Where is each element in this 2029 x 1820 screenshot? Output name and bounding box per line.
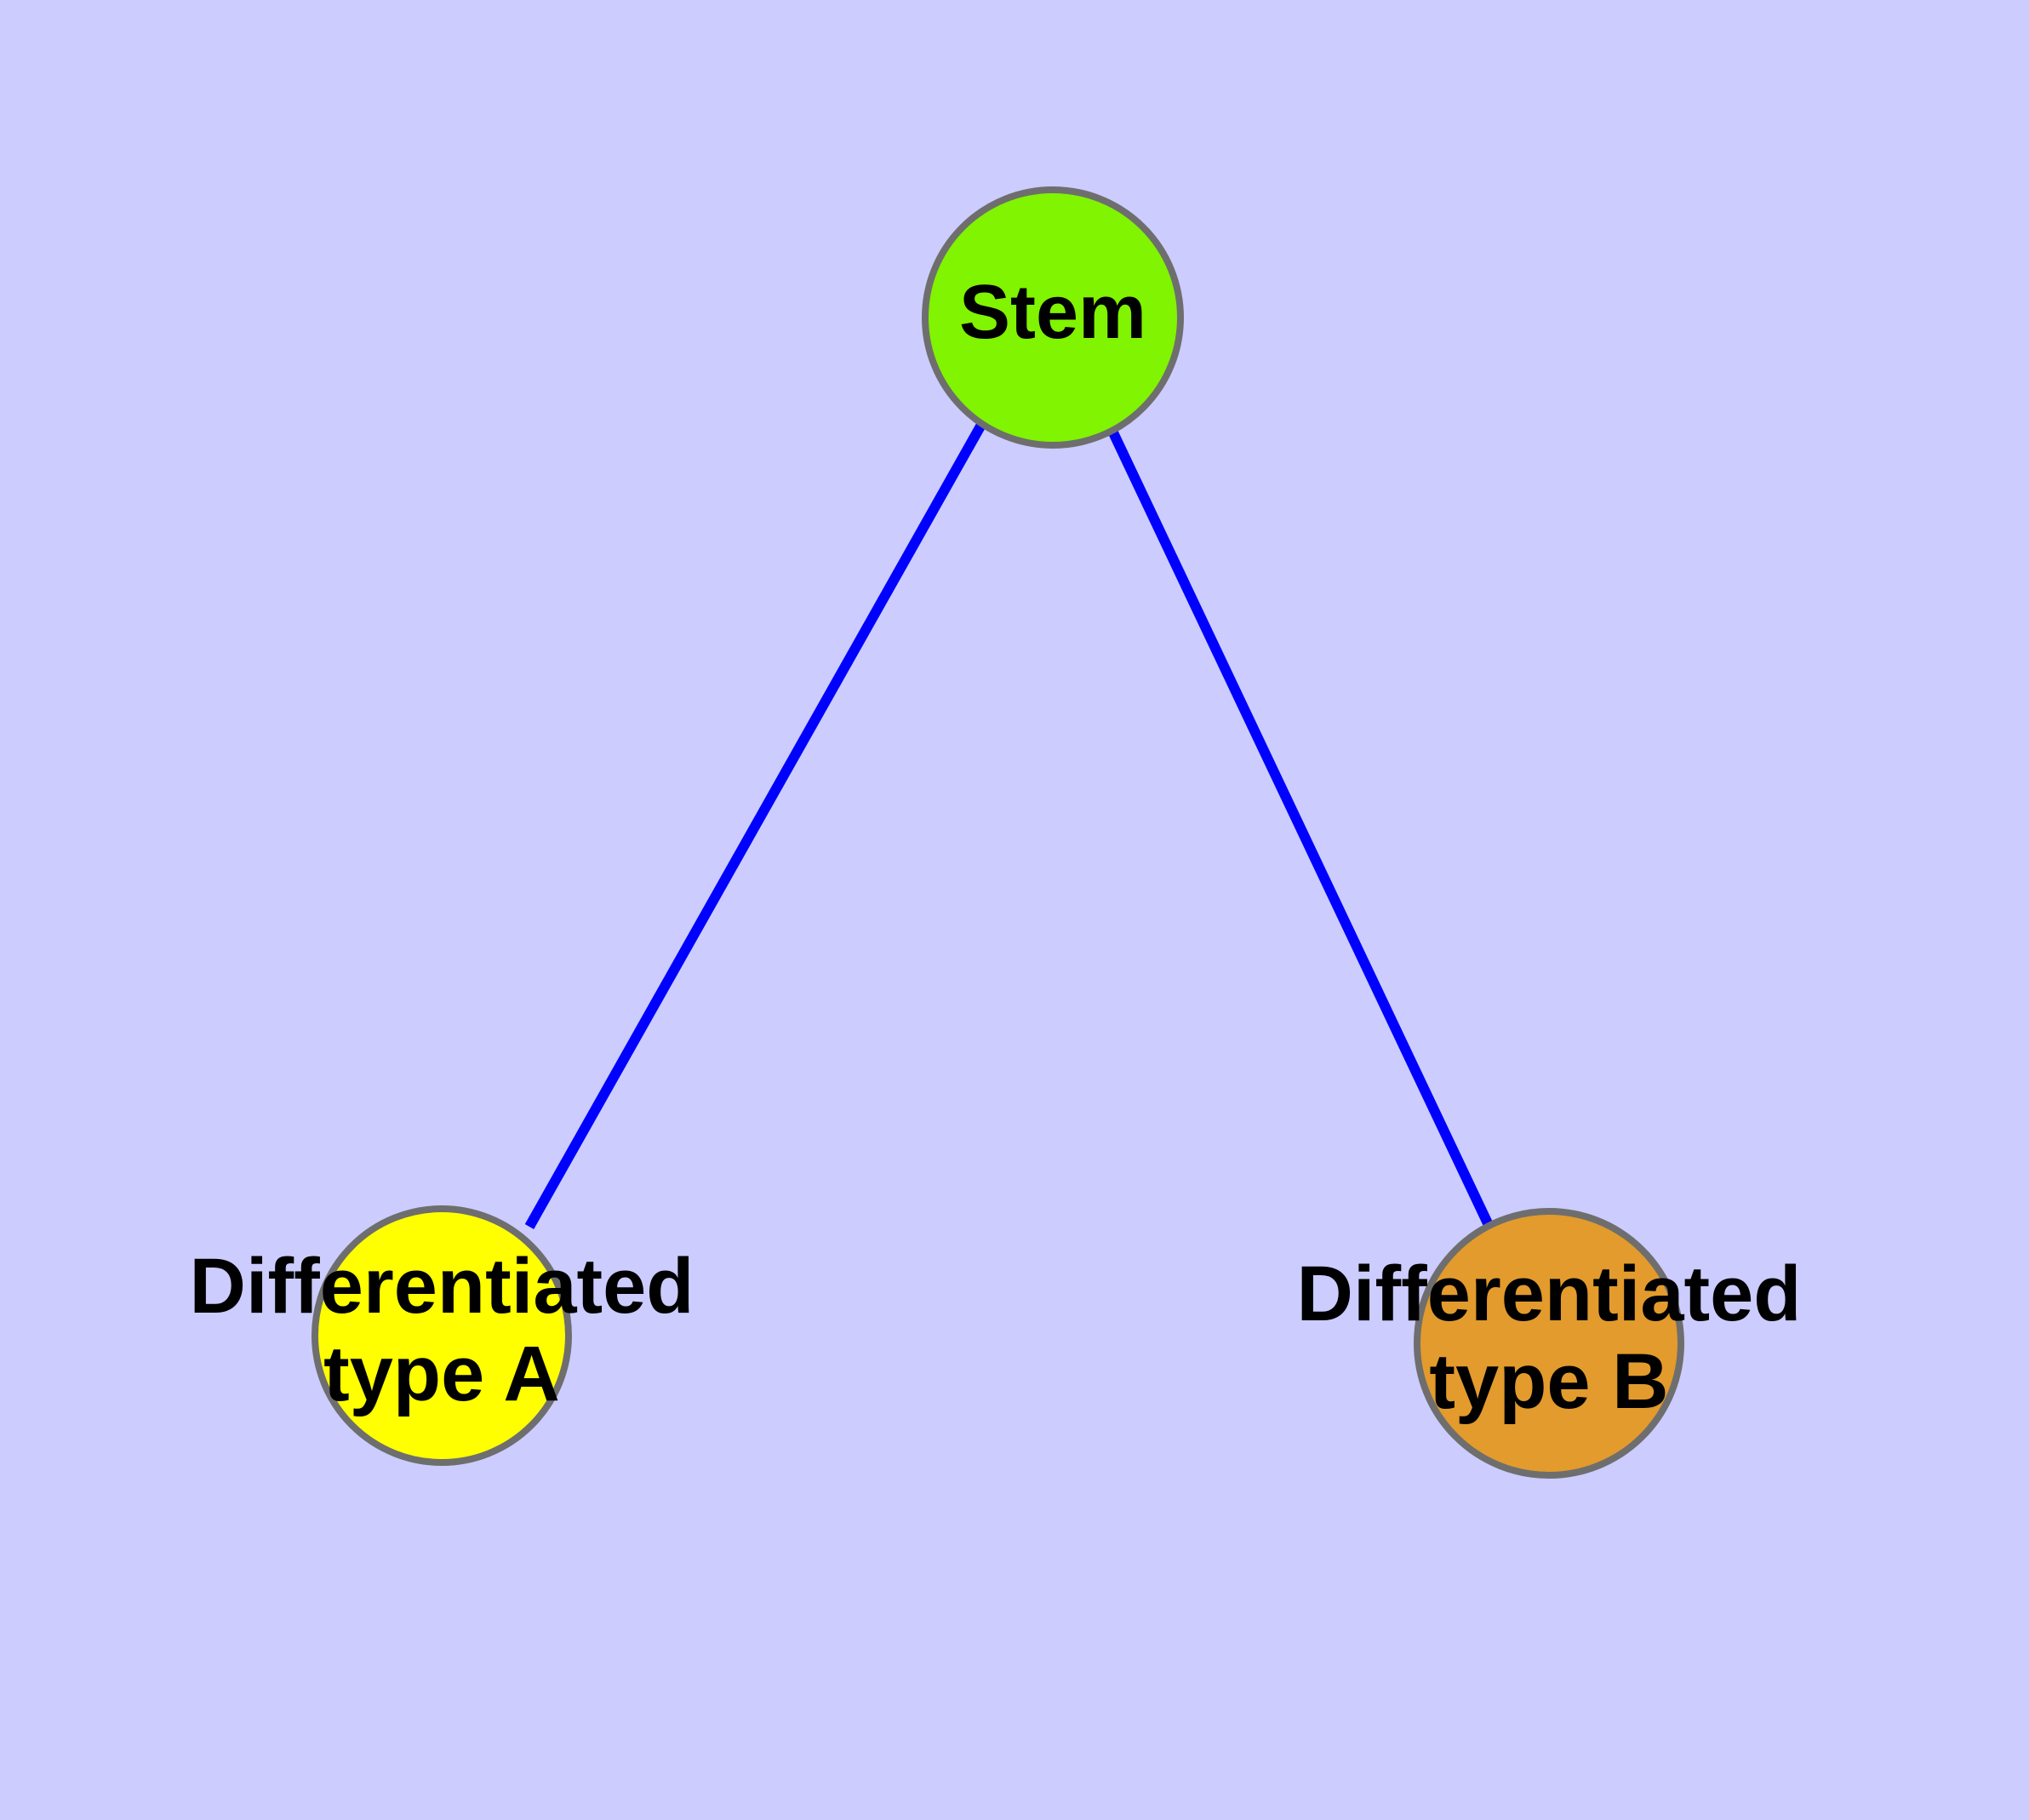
node-layer: Stem Differentiated type A Differentiate… [190, 186, 1802, 1479]
node-differentiated-type-a-label-line2: type A [323, 1331, 560, 1417]
node-differentiated-type-b-circle[interactable] [1414, 1208, 1684, 1479]
node-differentiated-type-a[interactable]: Differentiated type A [190, 1205, 694, 1466]
node-differentiated-type-a-circle[interactable] [311, 1205, 572, 1466]
edge-stem-to-differentiated-b[interactable] [1106, 426, 1493, 1226]
edge-stem-to-differentiated-a[interactable] [524, 422, 986, 1229]
node-stem-circle[interactable] [922, 186, 1184, 449]
node-differentiated-type-a-label-line1: Differentiated [190, 1243, 694, 1330]
edge-layer [524, 422, 1493, 1229]
node-differentiated-type-b[interactable]: Differentiated type B [1297, 1208, 1802, 1479]
node-stem-label: Stem [959, 270, 1146, 355]
node-stem[interactable]: Stem [922, 186, 1184, 449]
node-differentiated-type-b-label-line2: type B [1429, 1338, 1668, 1425]
node-differentiated-type-b-label-line1: Differentiated [1297, 1251, 1802, 1337]
